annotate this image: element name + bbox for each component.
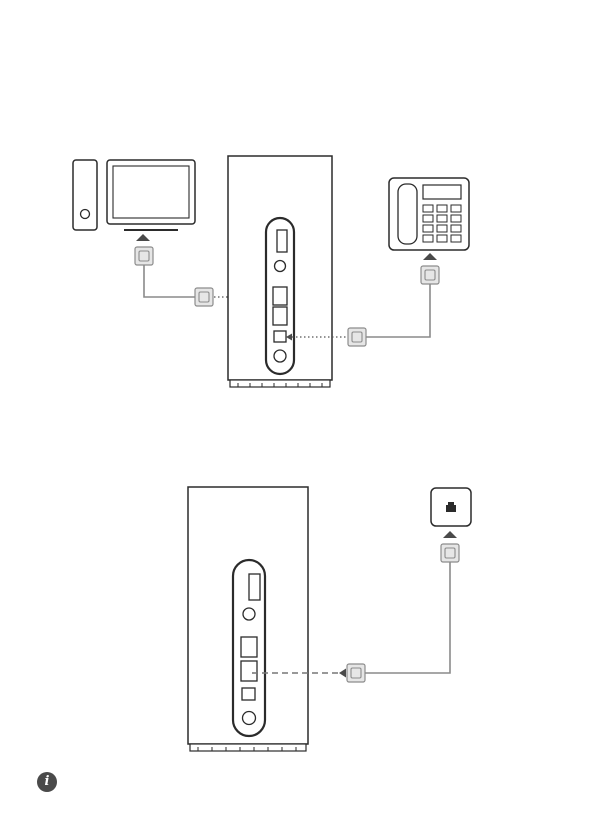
telephone-icon [389,178,469,250]
info-icon: i [37,772,57,792]
phone-plug-icon [348,328,366,346]
router-icon [188,487,308,751]
diagram-wall-lan [188,487,471,751]
tel-port [274,331,286,342]
ethernet-plug-icon [347,664,365,682]
arrow-up-icon [423,253,437,260]
power-button-icon [275,261,286,272]
lan-port-1 [273,287,287,305]
tel-port [242,688,255,700]
diagram-computer-phone [73,156,469,387]
computer-tower-icon [73,160,97,230]
ethernet-plug-icon [195,288,213,306]
ethernet-plug-icon [441,544,459,562]
phone-cable [366,284,430,337]
ethernet-plug-icon [135,247,153,265]
ethernet-cable [365,562,450,673]
phone-plug-icon [421,266,439,284]
arrow-up-icon [443,531,457,538]
router-icon [228,156,332,387]
monitor-icon [107,160,195,230]
ethernet-cable [144,265,195,297]
arrow-left-icon [339,669,346,678]
lan-port-1 [241,637,257,657]
lan-port-2 [273,307,287,325]
lan-wan-port [241,661,257,681]
arrow-up-icon [136,234,150,241]
power-jack-icon [243,712,256,725]
wall-lan-socket-icon [431,488,471,526]
power-button-icon [243,608,255,620]
power-jack-icon [274,350,286,362]
